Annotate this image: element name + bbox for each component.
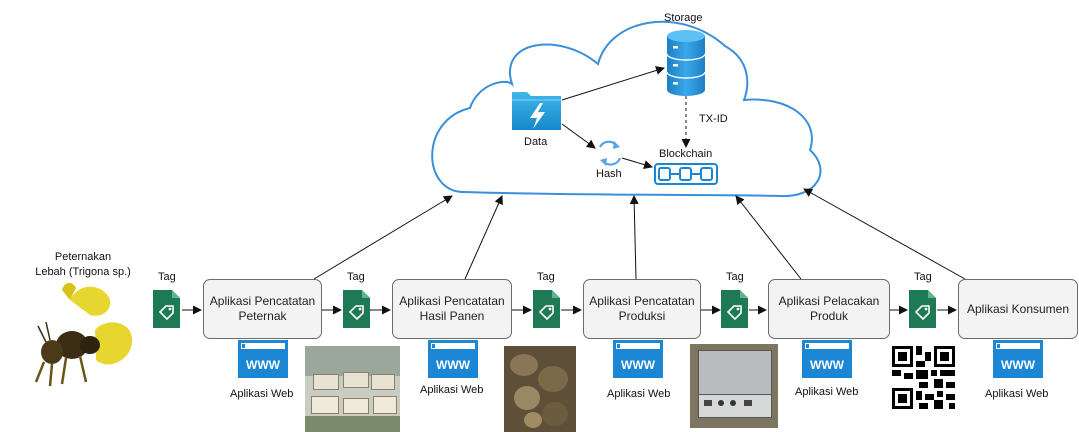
- web-app-label-4: Aplikasi Web: [795, 386, 859, 398]
- production-machine-photo: [690, 344, 778, 428]
- arrow-data-to-storage: [561, 66, 665, 101]
- tag-icon: [153, 290, 180, 328]
- www-icon: WWW: [613, 340, 663, 378]
- app-node-line2: Produksi: [618, 309, 666, 323]
- app-node-line1: Aplikasi Pencatatan: [589, 294, 695, 308]
- app-node-line2: Produk: [809, 309, 848, 323]
- beehive-boxes-photo: [305, 346, 400, 432]
- app-node-line1: Aplikasi Pencatatan: [399, 294, 505, 308]
- farm-label: Peternakan Lebah (Trigona sp.): [28, 250, 138, 280]
- app-node-line2: Hasil Panen: [419, 309, 485, 323]
- tag-icon: [909, 290, 936, 328]
- www-icon: WWW: [993, 340, 1043, 378]
- data-label: Data: [524, 136, 548, 148]
- www-text: WWW: [1001, 358, 1036, 372]
- farm-label-line1: Peternakan: [54, 251, 112, 263]
- app-node-line1: Aplikasi Pelacakan: [778, 294, 880, 308]
- www-text: WWW: [246, 358, 281, 372]
- tag-label-4: Tag: [726, 271, 744, 283]
- app-node-konsumen: Aplikasi Konsumen: [958, 279, 1078, 339]
- arrow-app5-to-cloud: [803, 188, 966, 280]
- arrow-data-to-hash: [561, 123, 596, 149]
- www-text: WWW: [621, 358, 656, 372]
- tag-label-2: Tag: [347, 271, 365, 283]
- hash-label: Hash: [596, 168, 622, 180]
- qr-code-icon: [892, 346, 955, 409]
- storage-label: Storage: [664, 12, 703, 24]
- web-app-label-1: Aplikasi Web: [230, 388, 294, 400]
- tag-label-5: Tag: [914, 271, 932, 283]
- web-app-label-3: Aplikasi Web: [607, 388, 671, 400]
- honeycomb-photo: [504, 346, 576, 432]
- www-icon: WWW: [802, 340, 852, 378]
- tag-label-3: Tag: [537, 271, 555, 283]
- www-icon: WWW: [238, 340, 288, 378]
- www-icon: WWW: [428, 340, 478, 378]
- arrow-app4-to-cloud: [735, 195, 802, 280]
- txid-label: TX-ID: [699, 113, 728, 125]
- tag-icon: [343, 290, 370, 328]
- arrow-app3-to-cloud: [629, 195, 639, 280]
- arrow-app2-to-cloud: [464, 195, 503, 280]
- hash-icon: [599, 140, 622, 166]
- app-node-line2: Peternak: [238, 309, 287, 323]
- web-app-label-5: Aplikasi Web: [985, 388, 1049, 400]
- tag-label-1: Tag: [158, 271, 176, 283]
- farm-label-line2: Lebah (Trigona sp.): [35, 266, 131, 278]
- tag-icon: [533, 290, 560, 328]
- www-text: WWW: [810, 358, 845, 372]
- blockchain-icon: [654, 163, 718, 185]
- web-app-label-2: Aplikasi Web: [420, 384, 484, 396]
- arrow-hash-to-blockchain: [621, 157, 653, 170]
- blockchain-label: Blockchain: [659, 148, 713, 160]
- app-node-line1: Aplikasi Konsumen: [966, 301, 1070, 316]
- app-node-line1: Aplikasi Pencatatan: [209, 294, 316, 308]
- www-text: WWW: [436, 358, 471, 372]
- tag-icon: [721, 290, 748, 328]
- storage-icon: [666, 30, 706, 96]
- bee-illustration: [34, 282, 133, 387]
- data-icon: [512, 92, 561, 130]
- arrow-app1-to-cloud: [313, 195, 453, 280]
- cloud-shape: [431, 20, 822, 198]
